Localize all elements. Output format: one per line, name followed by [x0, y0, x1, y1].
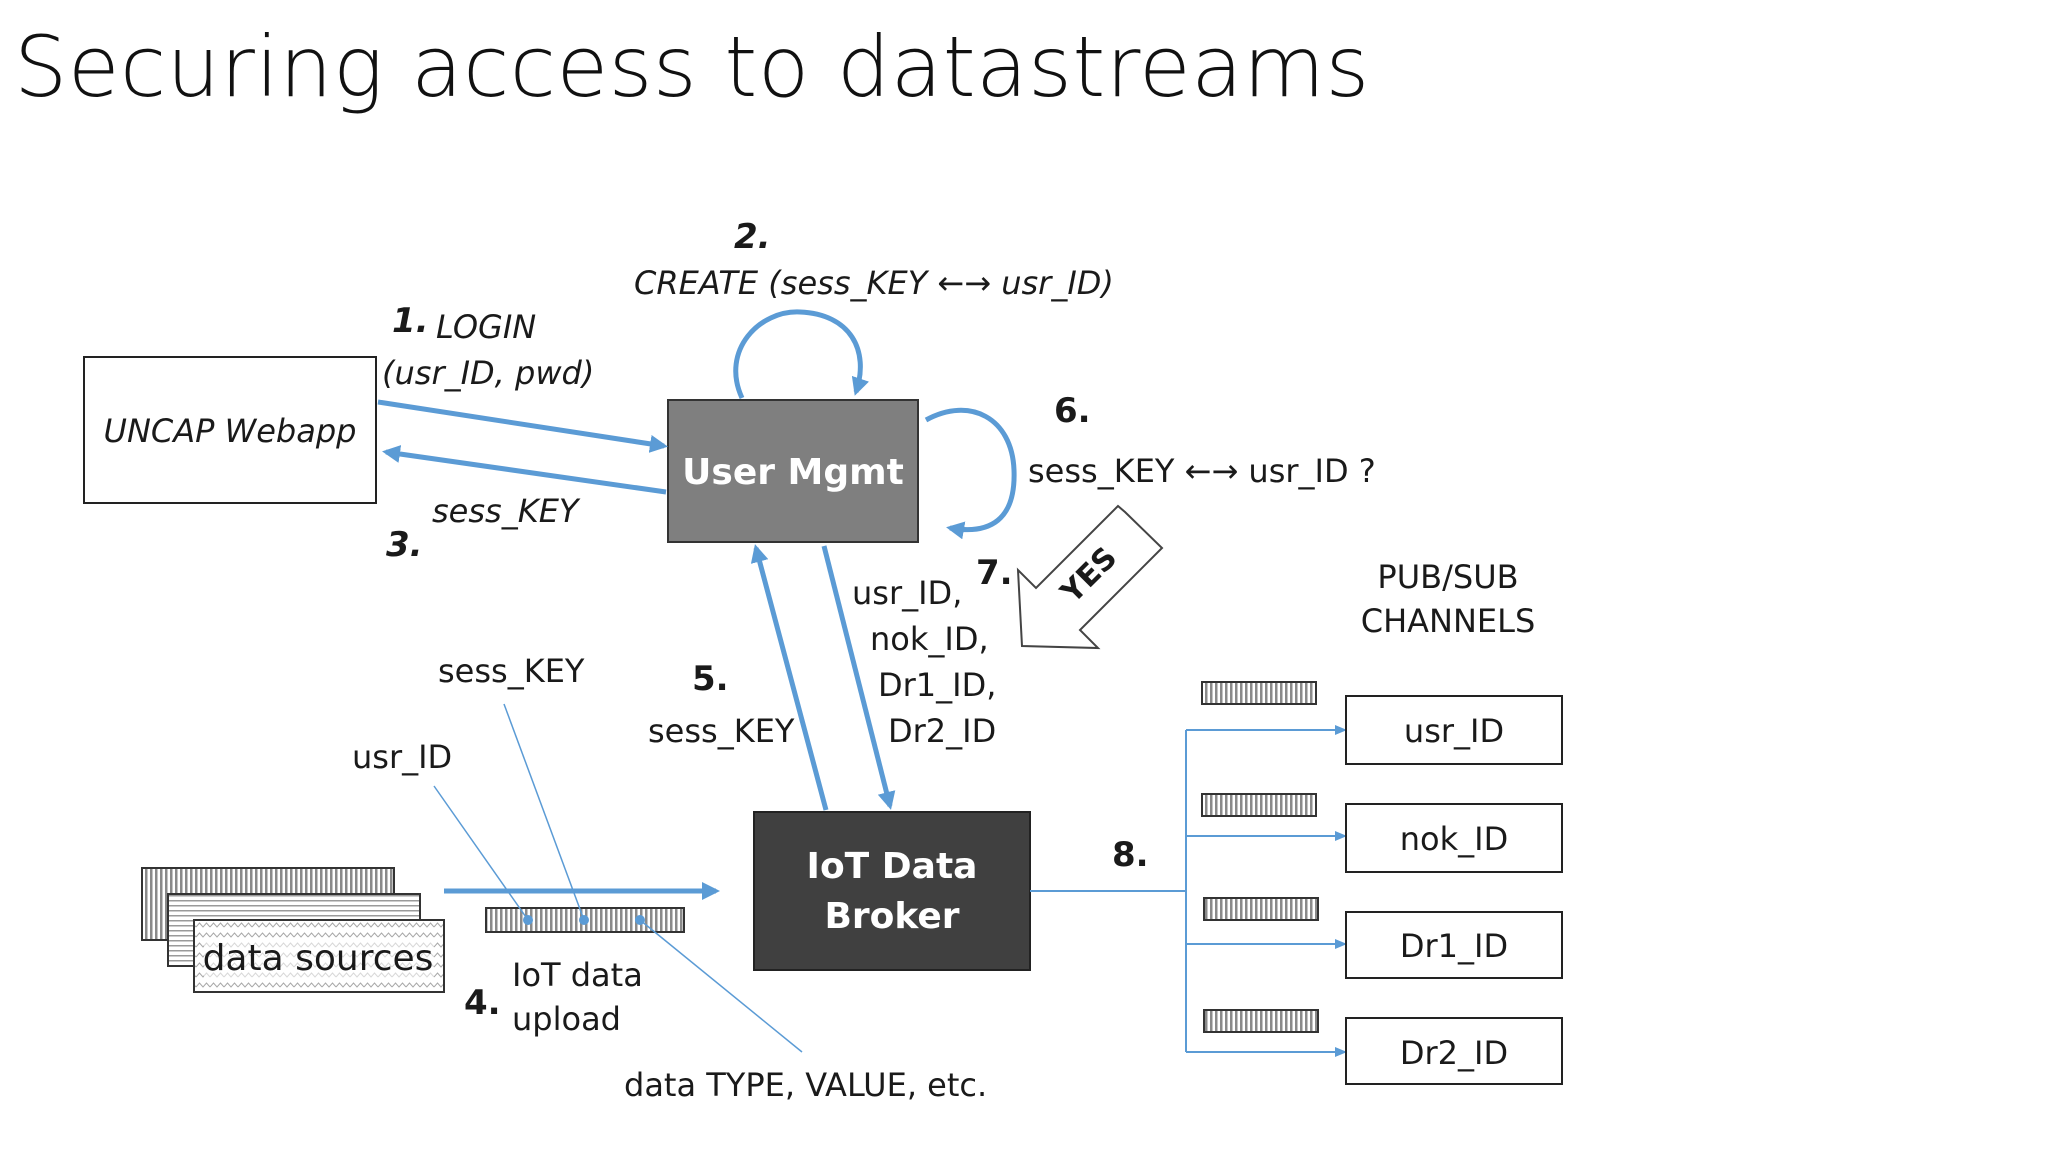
- session-check-loop: [924, 407, 1017, 540]
- step1-label: LOGIN: [436, 308, 536, 346]
- step4-label-line1: IoT data: [512, 956, 643, 994]
- channels-heading-line1: PUB/SUB: [1377, 558, 1518, 596]
- step3-label: sess_KEY: [432, 492, 581, 530]
- channel-queue-bar: [1203, 897, 1319, 921]
- step4-label-line2: upload: [512, 1000, 621, 1038]
- usr-id-leader-line: [433, 785, 529, 921]
- step5-number: 5.: [692, 659, 729, 699]
- step7-id: Dr1_ID,: [878, 666, 996, 704]
- channel-queue-bar: [1201, 681, 1317, 705]
- upload-packet: [485, 907, 685, 933]
- channel-box: Dr2_ID: [1345, 1017, 1563, 1085]
- broker-label-line2: Broker: [824, 896, 959, 937]
- step7-id: nok_ID,: [870, 620, 989, 658]
- channels-heading-line2: CHANNELS: [1361, 602, 1536, 640]
- data-sources-stack: data sources: [141, 867, 445, 993]
- step4-number: 4.: [464, 983, 501, 1023]
- step6-number: 6.: [1054, 391, 1091, 431]
- ids-response-arrow: [821, 545, 896, 810]
- channel-fanout: [1030, 725, 1347, 1057]
- channel-box: nok_ID: [1345, 803, 1563, 873]
- step5-label: sess_KEY: [648, 712, 795, 750]
- webapp-node: UNCAP Webapp: [83, 356, 377, 504]
- step7-number: 7.: [976, 553, 1013, 593]
- packet-sess-key-label: sess_KEY: [438, 652, 585, 690]
- data-sources-label: data sources: [203, 938, 434, 979]
- step2-label: CREATE (sess_KEY ←→ usr_ID): [634, 264, 1114, 302]
- step2-number: 2.: [734, 217, 771, 257]
- step7-id: usr_ID,: [852, 574, 962, 612]
- channel-label: Dr1_ID: [1400, 927, 1508, 965]
- step8-number: 8.: [1112, 835, 1149, 875]
- slide-title: Securing access to datastreams: [14, 18, 1370, 116]
- channel-label: usr_ID: [1404, 712, 1504, 750]
- step7-id: Dr2_ID: [888, 712, 996, 750]
- user-mgmt-node: User Mgmt: [667, 399, 919, 543]
- step3-number: 3.: [386, 525, 423, 565]
- sess-key-leader-line: [503, 703, 585, 921]
- user-mgmt-label: User Mgmt: [682, 452, 904, 493]
- channel-label: Dr2_ID: [1400, 1034, 1508, 1072]
- channel-queue-bar: [1203, 1009, 1319, 1033]
- create-session-loop: [733, 309, 869, 400]
- yes-block-arrow: YES: [1016, 504, 1164, 650]
- broker-label-line1: IoT Data: [807, 846, 978, 887]
- sess-key-verify-arrow: [750, 544, 829, 811]
- step1-args: (usr_ID, pwd): [382, 354, 594, 392]
- channel-box: Dr1_ID: [1345, 911, 1563, 979]
- broker-node: IoT Data Broker: [753, 811, 1031, 971]
- channel-queue-bar: [1201, 793, 1317, 817]
- webapp-label: UNCAP Webapp: [104, 412, 357, 450]
- sess-key-return-arrow: [382, 445, 667, 495]
- step1-number: 1.: [392, 301, 429, 341]
- channel-box: usr_ID: [1345, 695, 1563, 765]
- packet-data-type-label: data TYPE, VALUE, etc.: [624, 1066, 987, 1104]
- data-type-leader-line: [639, 919, 803, 1053]
- login-arrow: [377, 399, 668, 453]
- channel-label: nok_ID: [1400, 820, 1508, 858]
- step6-label: sess_KEY ←→ usr_ID ?: [1028, 452, 1376, 490]
- packet-usr-id-label: usr_ID: [352, 738, 452, 776]
